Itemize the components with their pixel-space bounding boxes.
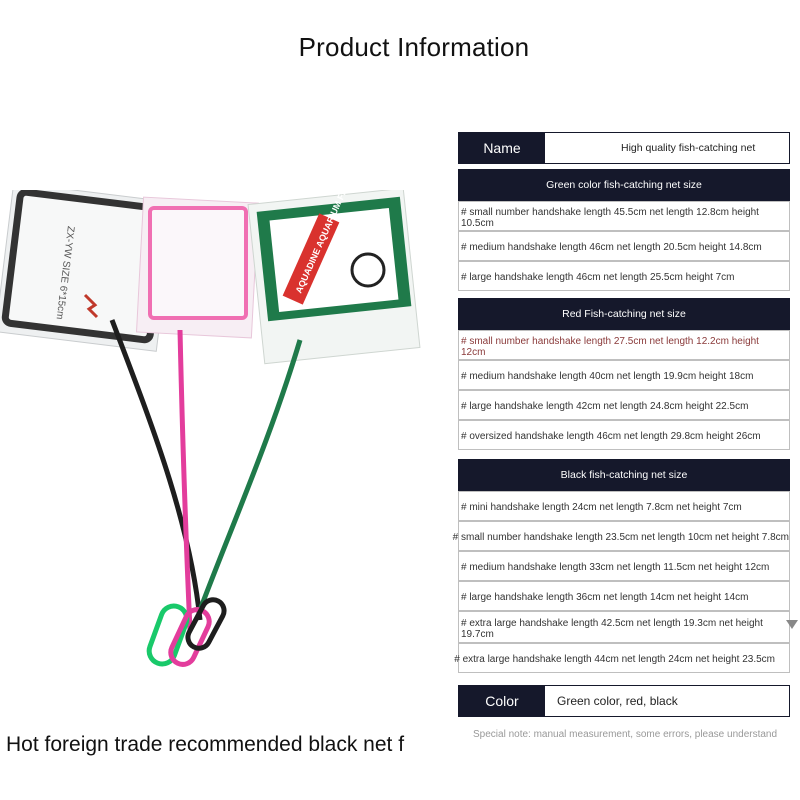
spec-row: # extra large handshake length 42.5cm ne…	[458, 611, 790, 643]
black-section-heading: Black fish-catching net size	[458, 459, 790, 491]
name-value: High quality fish-catching net	[545, 133, 789, 163]
red-section-heading: Red Fish-catching net size	[458, 298, 790, 330]
pink-net-package	[135, 196, 259, 339]
spec-row: # small number handshake length 27.5cm n…	[458, 330, 790, 360]
color-row: Color Green color, red, black	[458, 685, 790, 717]
product-photo: ZX-YW SIZE 6*15cm AQUADINE AQUARIUM FISH…	[0, 190, 421, 667]
spec-row-text: # small number handshake length 23.5cm n…	[452, 532, 789, 543]
caret-down-icon	[786, 620, 798, 629]
green-section-heading: Green color fish-catching net size	[458, 169, 790, 201]
spec-row: # oversized handshake length 46cm net le…	[458, 420, 790, 450]
spec-row: # small number handshake length 23.5cm n…	[453, 521, 790, 551]
spec-row: # medium handshake length 46cm net lengt…	[458, 231, 790, 261]
spec-row: # medium handshake length 40cm net lengt…	[458, 360, 790, 390]
green-net-package: AQUADINE AQUARIUM FISH NET	[247, 190, 421, 365]
spec-row: # small number handshake length 45.5cm n…	[458, 201, 790, 231]
spec-row: # extra large handshake length 44cm net …	[454, 643, 790, 673]
name-label: Name	[459, 133, 545, 163]
spec-row: # large handshake length 36cm net length…	[458, 581, 790, 611]
spec-row-text: # extra large handshake length 44cm net …	[454, 654, 775, 665]
spec-row: # large handshake length 42cm net length…	[458, 390, 790, 420]
spec-row: # medium handshake length 33cm net lengt…	[458, 551, 790, 581]
promo-caption: Hot foreign trade recommended black net …	[6, 733, 405, 756]
name-row: Name High quality fish-catching net	[458, 132, 790, 164]
footnote: Special note: manual measurement, some e…	[473, 729, 778, 740]
color-value: Green color, red, black	[545, 686, 789, 716]
spec-row: # large handshake length 46cm net length…	[458, 261, 790, 291]
page-title: Product Information	[298, 32, 530, 62]
color-label: Color	[459, 686, 545, 716]
spec-row: # mini handshake length 24cm net length …	[458, 491, 790, 521]
